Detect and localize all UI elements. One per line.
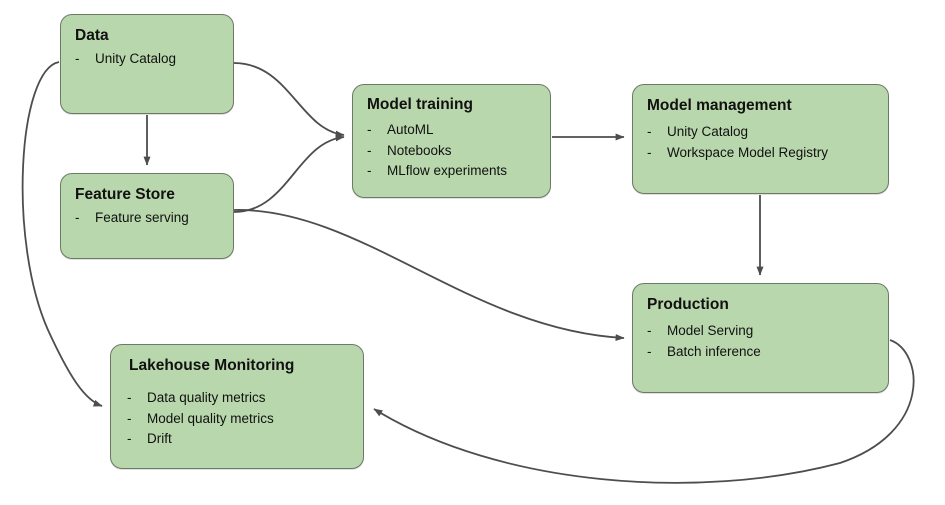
list-item: - MLflow experiments xyxy=(367,161,536,182)
bullet-dash-icon: - xyxy=(75,51,80,67)
node-feature-store-items: - Feature serving xyxy=(75,208,219,229)
node-model-training-item-2: MLflow experiments xyxy=(387,163,508,179)
list-item: - Feature serving xyxy=(75,208,219,229)
node-model-training-item-0: AutoML xyxy=(387,122,434,138)
list-item: - Unity Catalog xyxy=(647,122,874,143)
node-model-training-title: Model training xyxy=(367,96,473,113)
node-production-items: - Model Serving - Batch inference xyxy=(647,321,874,362)
list-item: - AutoML xyxy=(367,120,536,141)
node-lakehouse-monitoring-title: Lakehouse Monitoring xyxy=(129,357,295,374)
list-item: - Model Serving xyxy=(647,321,874,342)
bullet-dash-icon: - xyxy=(647,124,652,140)
node-model-training-item-1: Notebooks xyxy=(387,142,452,158)
node-feature-store[interactable]: Feature Store - Feature serving xyxy=(60,173,234,259)
node-model-training[interactable]: Model training - AutoML - Notebooks - ML… xyxy=(352,84,551,198)
list-item: - Workspace Model Registry xyxy=(647,143,874,164)
bullet-dash-icon: - xyxy=(647,343,652,359)
bullet-dash-icon: - xyxy=(647,323,652,339)
node-data-items: - Unity Catalog xyxy=(75,49,219,70)
bullet-dash-icon: - xyxy=(367,163,372,179)
node-lakehouse-monitoring[interactable]: Lakehouse Monitoring - Data quality metr… xyxy=(110,344,364,469)
node-data-item-0: Unity Catalog xyxy=(95,51,177,67)
list-item: - Notebooks xyxy=(367,141,536,162)
edge-data-to-model-training xyxy=(233,62,345,138)
node-lakehouse-monitoring-items: - Data quality metrics - Model quality m… xyxy=(127,388,349,450)
node-lakehouse-item-2: Drift xyxy=(147,431,172,447)
node-production-item-0: Model Serving xyxy=(667,323,754,339)
list-item: - Model quality metrics xyxy=(127,409,349,430)
node-model-management-item-0: Unity Catalog xyxy=(667,124,749,140)
list-item: - Drift xyxy=(127,429,349,450)
node-feature-store-title: Feature Store xyxy=(75,186,175,203)
node-model-management[interactable]: Model management - Unity Catalog - Works… xyxy=(632,84,889,194)
edge-feature-store-to-model-training xyxy=(233,134,345,213)
bullet-dash-icon: - xyxy=(647,144,652,160)
node-production-item-1: Batch inference xyxy=(667,343,761,359)
bullet-dash-icon: - xyxy=(127,431,132,447)
node-data-title: Data xyxy=(75,27,109,44)
list-item: - Unity Catalog xyxy=(75,49,219,70)
node-data[interactable]: Data - Unity Catalog xyxy=(60,14,234,114)
node-model-management-item-1: Workspace Model Registry xyxy=(667,144,829,160)
node-production[interactable]: Production - Model Serving - Batch infer… xyxy=(632,283,889,393)
node-model-management-items: - Unity Catalog - Workspace Model Regist… xyxy=(647,122,874,163)
edge-feature-store-to-production xyxy=(233,209,625,342)
node-feature-store-item-0: Feature serving xyxy=(95,210,189,226)
node-lakehouse-item-1: Model quality metrics xyxy=(147,410,274,426)
bullet-dash-icon: - xyxy=(367,142,372,158)
bullet-dash-icon: - xyxy=(367,122,372,138)
bullet-dash-icon: - xyxy=(75,210,80,226)
list-item: - Batch inference xyxy=(647,342,874,363)
node-lakehouse-item-0: Data quality metrics xyxy=(147,390,266,406)
bullet-dash-icon: - xyxy=(127,410,132,426)
node-model-management-title: Model management xyxy=(647,97,792,114)
bullet-dash-icon: - xyxy=(127,390,132,406)
node-production-title: Production xyxy=(647,296,729,313)
list-item: - Data quality metrics xyxy=(127,388,349,409)
node-model-training-items: - AutoML - Notebooks - MLflow experiment… xyxy=(367,120,536,182)
